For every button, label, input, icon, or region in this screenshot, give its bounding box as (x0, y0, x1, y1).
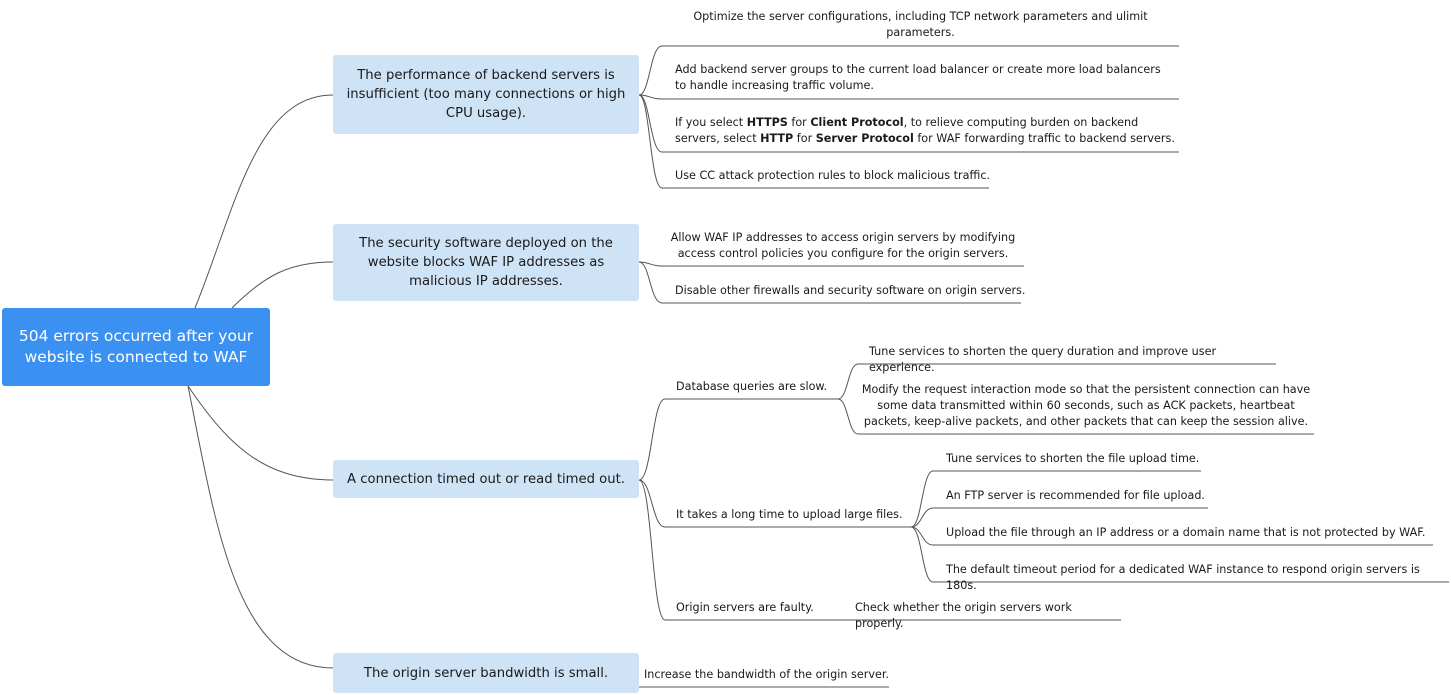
cause-node-bandwidth: The origin server bandwidth is small. (333, 653, 639, 693)
root-node: 504 errors occurred after your website i… (2, 308, 270, 386)
solution-cc-protection: Use CC attack protection rules to block … (675, 169, 991, 182)
solution-ftp-server: An FTP server is recommended for file up… (946, 489, 1205, 502)
solution-unprotected-upload: Upload the file through an IP address or… (946, 526, 1426, 539)
solution-optimize-server: Optimize the server configurations, incl… (693, 10, 1148, 39)
cause-node-timeout: A connection timed out or read timed out… (333, 460, 639, 498)
subcause-origin-faulty: Origin servers are faulty. (676, 601, 814, 614)
subcause-large-file-upload: It takes a long time to upload large fil… (676, 508, 903, 521)
solution-increase-bandwidth: Increase the bandwidth of the origin ser… (644, 668, 889, 681)
solution-tune-upload: Tune services to shorten the file upload… (946, 452, 1200, 465)
solution-tune-query: Tune services to shorten the query durat… (869, 345, 1217, 374)
cause-node-security-software: The security software deployed on the we… (333, 224, 639, 301)
cause-node-backend-performance: The performance of backend servers is in… (333, 55, 639, 134)
root-label: 504 errors occurred after your website i… (18, 327, 254, 366)
cause-label: A connection timed out or read timed out… (347, 471, 625, 487)
solution-protocol-selection: If you select HTTPS for Client Protocol,… (675, 116, 1175, 145)
solution-default-timeout: The default timeout period for a dedicat… (946, 563, 1420, 592)
subcause-slow-db-queries: Database queries are slow. (676, 380, 828, 393)
cause-label: The origin server bandwidth is small. (363, 665, 609, 681)
solution-allow-waf-ips: Allow WAF IP addresses to access origin … (670, 231, 1016, 260)
solution-check-origin: Check whether the origin servers work pr… (855, 601, 1072, 630)
cause-label: The security software deployed on the we… (359, 236, 613, 289)
solution-add-backend-groups: Add backend server groups to the current… (675, 63, 1161, 92)
solution-request-interaction: Modify the request interaction mode so t… (861, 383, 1311, 428)
solution-disable-firewalls: Disable other firewalls and security sof… (675, 284, 1026, 297)
cause-label: The performance of backend servers is in… (346, 68, 626, 121)
